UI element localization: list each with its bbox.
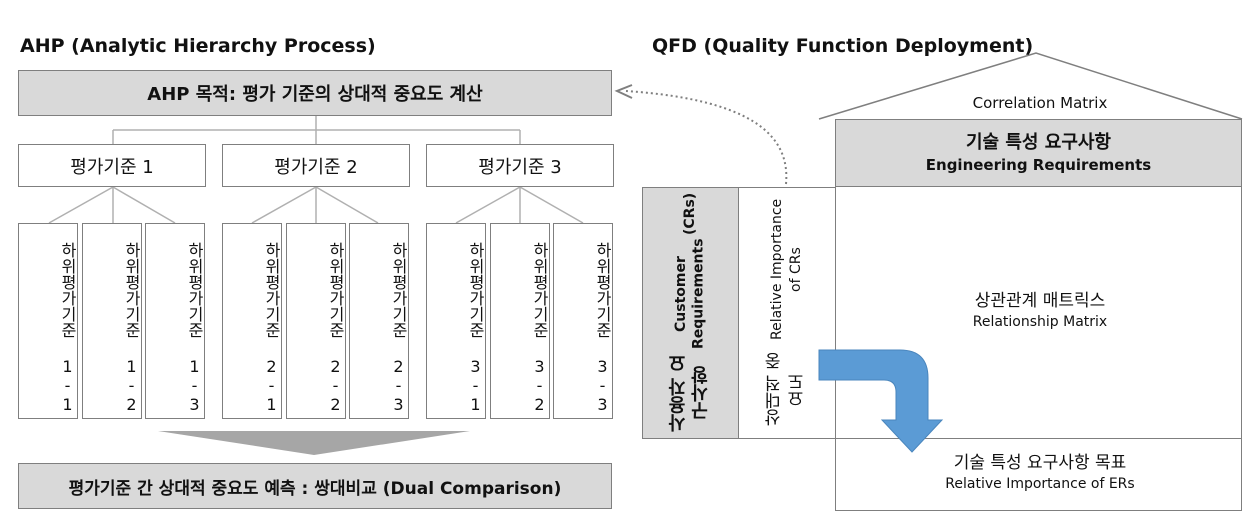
rel-title-ko: 상관관계 매트릭스 <box>974 291 1106 311</box>
engineering-requirements-box: 기술 특성 요구사항 Engineering Requirements <box>835 119 1242 187</box>
target-title-en: Relative Importance of ERs <box>945 475 1135 492</box>
sub-criterion-2-2: 하위평가기준 2-2 <box>286 223 346 419</box>
ahp-heading: AHP (Analytic Hierarchy Process) <box>20 35 376 57</box>
sub-criterion-1-3: 하위평가기준 1-3 <box>145 223 205 419</box>
relationship-matrix-label: 상관관계 매트릭스 Relationship Matrix <box>900 290 1180 332</box>
dotted-link-arrow <box>625 90 788 185</box>
sub-criterion-2-3: 하위평가기준 2-3 <box>349 223 409 419</box>
qfd-heading: QFD (Quality Function Deployment) <box>652 35 1034 57</box>
down-arrow-shape <box>158 431 470 455</box>
sub-criterion-1-2: 하위평가기준 1-2 <box>82 223 142 419</box>
ahp-result-box: 평가기준 간 상대적 중요도 예측 : 쌍대비교 (Dual Compariso… <box>18 463 612 509</box>
qfd-target-divider <box>835 438 1242 439</box>
er-target-label: 기술 특성 요구사항 목표 Relative Importance of ERs <box>880 452 1200 494</box>
criterion-1-box: 평가기준 1 <box>18 144 206 187</box>
criterion-2-box: 평가기준 2 <box>222 144 410 187</box>
relative-importance-crs-box: 상대적 중요도 Relative Importance of CRs <box>738 187 836 439</box>
criterion-3-box: 평가기준 3 <box>426 144 614 187</box>
ahp-goal-box: AHP 목적: 평가 기준의 상대적 중요도 계산 <box>18 70 612 116</box>
sub-criterion-3-1: 하위평가기준 3-1 <box>426 223 486 419</box>
correlation-matrix-label: Correlation Matrix <box>972 94 1108 112</box>
sub-criterion-1-1: 하위평가기준 1-1 <box>18 223 78 419</box>
er-title-ko: 기술 특성 요구사항 <box>965 131 1111 153</box>
target-title-ko: 기술 특성 요구사항 목표 <box>953 453 1127 473</box>
rel-title-en: Relationship Matrix <box>972 313 1108 330</box>
sub-criterion-3-3: 하위평가기준 3-3 <box>553 223 613 419</box>
er-title-en: Engineering Requirements <box>925 156 1152 175</box>
qfd-roof-outline <box>818 52 1243 120</box>
sub-criterion-2-1: 하위평가기준 2-1 <box>222 223 282 419</box>
sub-criterion-3-2: 하위평가기준 3-2 <box>490 223 550 419</box>
